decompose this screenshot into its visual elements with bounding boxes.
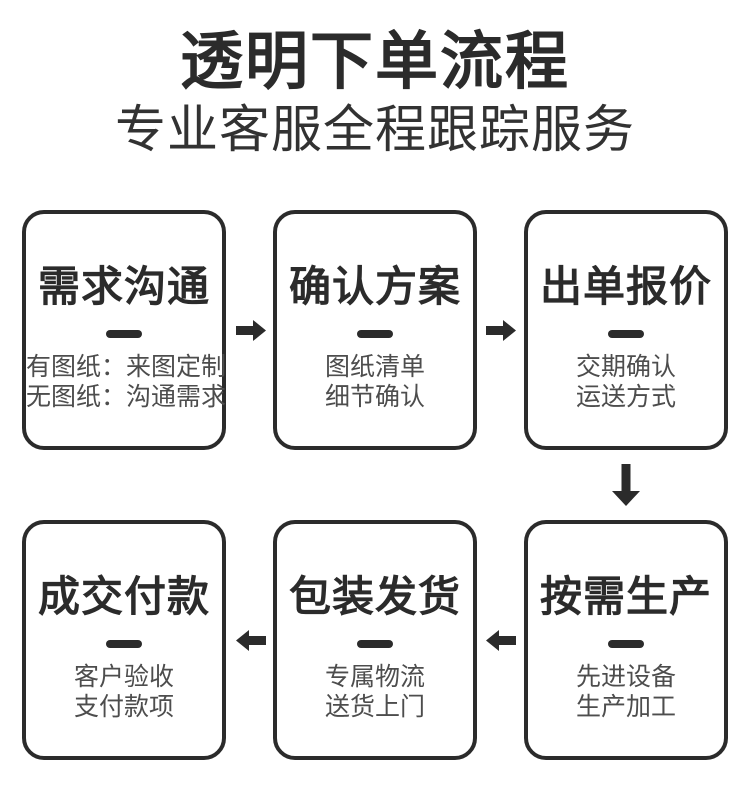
step-box-packaging-shipping: 包装发货 专属物流 送货上门 xyxy=(273,520,477,760)
step-detail-line: 无图纸：沟通需求 xyxy=(26,383,227,411)
step-detail-line: 交期确认 xyxy=(575,353,676,381)
arrow-left-icon xyxy=(236,630,266,651)
step-detail-line: 生产加工 xyxy=(575,693,676,721)
step-box-demand-communication: 需求沟通 有图纸：来图定制 无图纸：沟通需求 xyxy=(22,210,226,450)
arrow-left-icon xyxy=(486,630,516,651)
step-details: 有图纸：来图定制 无图纸：沟通需求 xyxy=(26,352,227,412)
step-title: 按需生产 xyxy=(539,573,712,620)
step-divider-dash xyxy=(357,330,393,338)
step-details: 专属物流 送货上门 xyxy=(277,662,473,722)
arrow-down-icon xyxy=(612,464,640,506)
step-title: 包装发货 xyxy=(288,573,461,620)
step-detail-line: 支付款项 xyxy=(73,693,174,721)
step-details: 先进设备 生产加工 xyxy=(528,662,724,722)
page-subtitle: 专业客服全程跟踪服务 xyxy=(114,101,635,158)
step-title: 确认方案 xyxy=(288,263,461,310)
step-detail-line: 送货上门 xyxy=(324,693,425,721)
step-box-quote: 出单报价 交期确认 运送方式 xyxy=(524,210,728,450)
arrow-right-icon xyxy=(486,320,516,341)
step-details: 图纸清单 细节确认 xyxy=(277,352,473,412)
step-box-confirm-plan: 确认方案 图纸清单 细节确认 xyxy=(273,210,477,450)
step-title: 出单报价 xyxy=(539,263,712,310)
step-divider-dash xyxy=(608,330,644,338)
arrow-right-icon xyxy=(236,320,266,341)
step-box-production: 按需生产 先进设备 生产加工 xyxy=(524,520,728,760)
step-title: 需求沟通 xyxy=(37,263,210,310)
step-detail-line: 专属物流 xyxy=(324,663,425,691)
step-detail-line: 细节确认 xyxy=(324,383,425,411)
step-detail-line: 有图纸：来图定制 xyxy=(26,353,227,381)
step-divider-dash xyxy=(608,640,644,648)
step-detail-line: 客户验收 xyxy=(73,663,174,691)
step-box-payment: 成交付款 客户验收 支付款项 xyxy=(22,520,226,760)
step-divider-dash xyxy=(106,330,142,338)
step-detail-line: 先进设备 xyxy=(575,663,676,691)
step-detail-line: 运送方式 xyxy=(575,383,676,411)
step-details: 客户验收 支付款项 xyxy=(26,662,222,722)
step-divider-dash xyxy=(106,640,142,648)
step-details: 交期确认 运送方式 xyxy=(528,352,724,412)
step-title: 成交付款 xyxy=(37,573,210,620)
page-title: 透明下单流程 xyxy=(180,27,570,97)
step-divider-dash xyxy=(357,640,393,648)
step-detail-line: 图纸清单 xyxy=(324,353,425,381)
